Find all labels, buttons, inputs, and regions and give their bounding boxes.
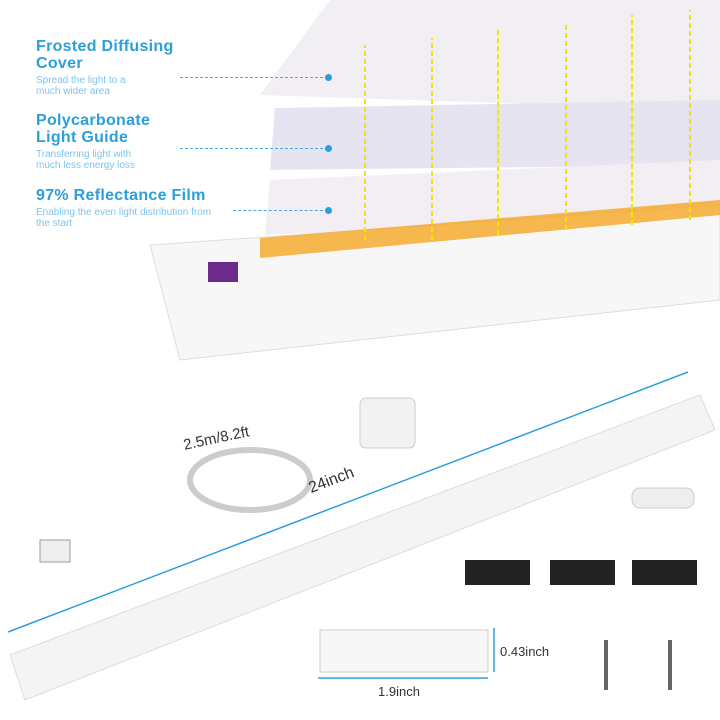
diffuser-layer — [260, 0, 720, 110]
layer-title: Polycarbonate Light Guide — [36, 112, 151, 146]
callout-line — [180, 148, 328, 149]
light-bar — [9, 394, 716, 701]
layer-frosted-cover: Frosted Diffusing Cover Spread the light… — [36, 38, 206, 97]
layer-subtitle: Enabling the even light distribution fro… — [36, 207, 212, 229]
end-caps — [631, 487, 695, 509]
callout-line — [233, 210, 328, 211]
light-guide-layer — [270, 100, 720, 170]
power-adapter — [359, 397, 416, 449]
mounting-clip — [632, 560, 697, 585]
layer-title: Frosted Diffusing Cover — [36, 38, 174, 72]
length-arrow — [7, 371, 689, 633]
layer-light-guide: Polycarbonate Light Guide Transferring l… — [36, 112, 176, 171]
connector — [39, 539, 71, 563]
callout-dot — [325, 145, 332, 152]
layer-subtitle: Spread the light to a much wider area — [36, 75, 126, 97]
callout-dot — [325, 74, 332, 81]
height-label: 0.43inch — [500, 644, 550, 659]
callout-dot — [325, 207, 332, 214]
led-strip — [260, 200, 720, 258]
mounting-clip — [465, 560, 530, 585]
layer-reflectance-film: 97% Reflectance Film Enabling the even l… — [36, 187, 221, 229]
light-arrows — [364, 10, 691, 240]
layer-title: 97% Reflectance Film — [36, 187, 206, 204]
sensor-window — [208, 262, 238, 282]
coiled-cable — [187, 447, 313, 513]
layer-subtitle: Transferring light with much less energy… — [36, 149, 135, 171]
callout-line — [180, 77, 328, 78]
width-label: 1.9inch — [378, 684, 420, 699]
mounting-clip — [550, 560, 615, 585]
end-profile — [319, 629, 489, 673]
